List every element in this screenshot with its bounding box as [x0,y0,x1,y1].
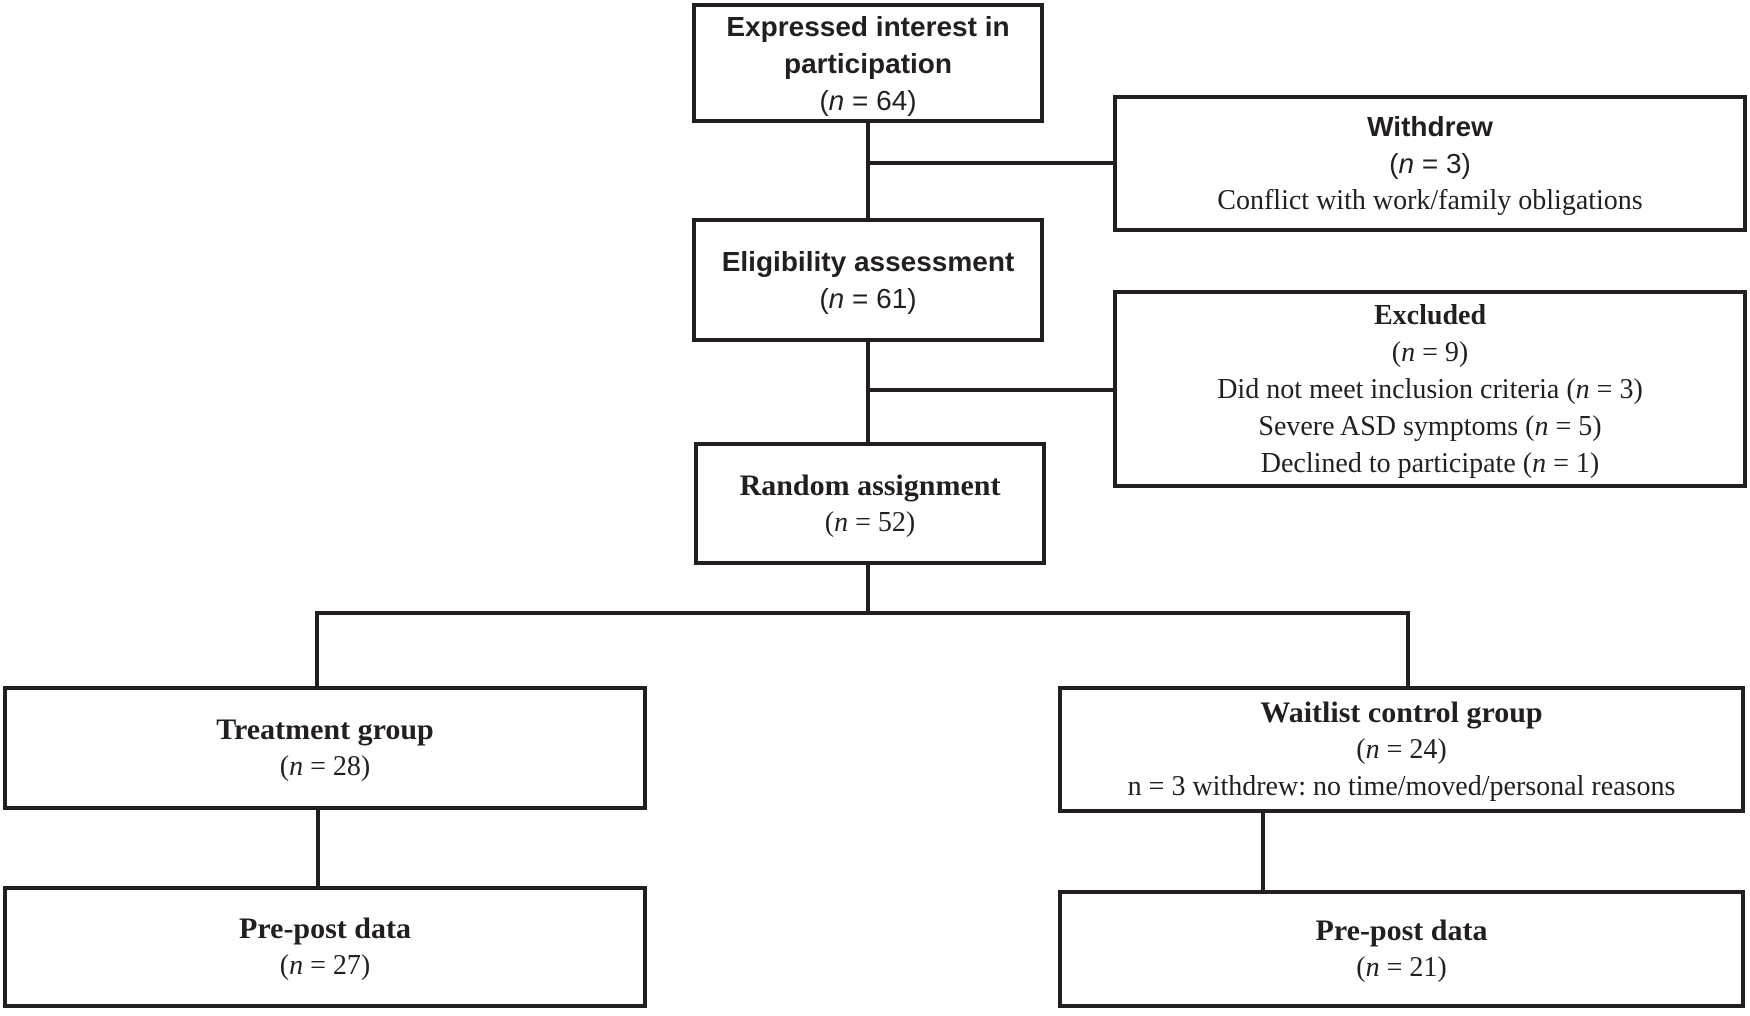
count-value: = 64) [844,84,917,116]
node-count: (n = 3) [1389,145,1471,182]
count-value: = 3) [1589,373,1643,405]
count-n: n [1365,952,1380,983]
count-n: n [1534,410,1549,442]
count-n: n [1401,336,1416,368]
node-eligibility-assessment: Eligibility assessment (n = 61) [692,218,1044,342]
node-count: (n = 28) [280,748,370,785]
reason-text: Declined to participate ( [1260,447,1533,479]
connector-treatment-to-prepost [316,808,320,888]
node-reason: Conflict with work/family obligations [1217,185,1643,216]
count-open: ( [279,950,290,981]
connector-expressed-to-eligibility [866,123,870,222]
count-n: n [1575,373,1590,405]
node-expressed-interest: Expressed interest in participation (n =… [692,3,1044,123]
count-open: ( [279,751,290,782]
count-value: = 5) [1548,410,1602,442]
count-open: ( [819,283,829,314]
connector-waitlist-to-prepost [1261,811,1265,892]
count-open: ( [1356,952,1366,983]
count-n: n [1398,148,1415,179]
count-n: n [828,283,845,314]
count-value: = 21) [1379,952,1447,983]
node-withdrew: Withdrew (n = 3) Conflict with work/fami… [1113,95,1747,232]
node-count: (n = 21) [1356,949,1446,986]
connector-split-to-waitlist [1406,611,1410,688]
node-title: Withdrew [1367,111,1493,142]
node-title: Random assignment [739,468,1001,502]
node-title: Pre-post data [1315,914,1488,947]
node-reason: Did not meet inclusion criteria (n = 3) [1217,371,1643,408]
connector-branch-to-excluded [868,388,1115,392]
count-value: = 24) [1379,734,1447,765]
node-treatment-group: Treatment group (n = 28) [3,686,647,810]
count-n: n [289,950,304,981]
connector-random-to-split [866,563,870,613]
node-excluded: Excluded (n = 9) Did not meet inclusion … [1113,290,1747,488]
count-value: = 9) [1415,336,1469,368]
count-n: n [834,506,849,538]
count-value: = 1) [1546,447,1600,479]
count-value: = 61) [844,283,917,314]
count-open: ( [1389,148,1399,179]
count-open: ( [1356,734,1366,765]
node-title: Expressed interest in [726,10,1010,42]
node-count: (n = 52) [825,504,915,541]
connector-split-horizontal [315,611,1410,615]
count-value: = 3) [1414,148,1471,179]
node-count: (n = 61) [819,280,916,317]
node-note: n = 3 withdrew: no time/moved/personal r… [1127,771,1676,802]
node-count: (n = 9) [1392,334,1468,371]
node-waitlist-control-group: Waitlist control group (n = 24) n = 3 wi… [1058,686,1745,813]
connector-branch-to-withdrew [868,161,1115,165]
reason-text: Severe ASD symptoms ( [1258,410,1535,442]
node-reason: Declined to participate (n = 1) [1261,445,1599,482]
node-count: (n = 24) [1356,731,1446,768]
count-n: n [828,84,845,116]
node-count: (n = 27) [280,947,370,984]
node-prepost-treatment: Pre-post data (n = 27) [3,886,647,1008]
node-title: Pre-post data [239,912,411,945]
node-title: Waitlist control group [1260,696,1543,729]
count-open: ( [1391,336,1402,368]
node-count: (n = 64) [819,82,916,119]
node-title: Eligibility assessment [721,246,1015,277]
node-reason: Severe ASD symptoms (n = 5) [1258,408,1601,445]
count-n: n [289,751,304,782]
connector-split-to-treatment [315,611,319,688]
node-random-assignment: Random assignment (n = 52) [694,442,1046,565]
node-prepost-waitlist: Pre-post data (n = 21) [1058,890,1745,1008]
count-value: = 52) [848,506,916,538]
count-value: = 28) [303,751,371,782]
connector-eligibility-to-random [866,340,870,444]
node-title: Excluded [1373,299,1487,331]
node-title: participation [783,47,952,79]
count-open: ( [819,84,829,116]
count-n: n [1532,447,1547,479]
reason-text: Did not meet inclusion criteria ( [1217,373,1576,405]
count-open: ( [824,506,835,538]
count-n: n [1365,734,1380,765]
count-value: = 27) [303,950,371,981]
node-title: Treatment group [216,713,434,746]
